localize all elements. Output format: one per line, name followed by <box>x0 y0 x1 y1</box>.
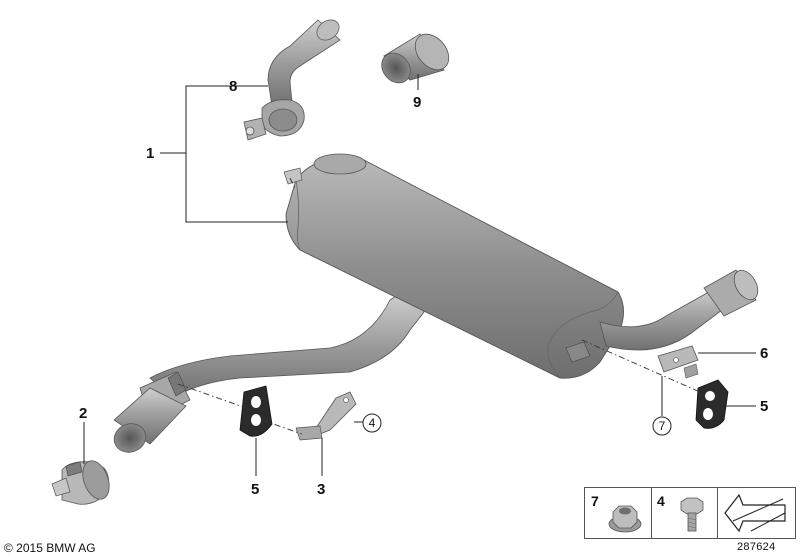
callout-4: 4 <box>369 416 376 430</box>
bracket-part-6 <box>657 345 699 379</box>
legend-cell-bolt: 4 <box>651 488 718 538</box>
arrow-pointer-icon <box>724 493 786 533</box>
leader-line-8 <box>185 85 288 223</box>
callout-7-circle: 7 <box>652 416 672 436</box>
callout-7: 7 <box>659 419 666 433</box>
callout-2: 2 <box>79 405 87 422</box>
callout-5-left: 5 <box>251 481 259 498</box>
callout-4-circle: 4 <box>362 413 382 433</box>
assembly-lines <box>177 177 701 435</box>
legend-cell-arrow <box>717 488 795 538</box>
callout-1: 1 <box>146 145 154 162</box>
callout-8: 8 <box>229 78 237 95</box>
leader-lines <box>83 74 756 476</box>
legend-cell-nut: 7 <box>585 488 652 538</box>
tailpipe-tip-part-9 <box>381 33 450 84</box>
legend-number-7: 7 <box>591 493 599 509</box>
rear-muffler-part-1 <box>283 153 759 379</box>
copyright-text: © 2015 BMW AG <box>4 541 96 555</box>
document-number: 287624 <box>737 541 776 553</box>
hex-flange-nut-icon <box>608 505 642 533</box>
bracket-part-3 <box>295 391 357 441</box>
hex-bolt-icon <box>680 497 704 532</box>
legend-number-4: 4 <box>657 493 665 509</box>
front-pipe-assembly <box>113 291 425 453</box>
callout-6: 6 <box>760 345 768 362</box>
tail-pipe-part-8 <box>243 19 341 141</box>
callout-3: 3 <box>317 481 325 498</box>
rubber-hanger-right-part-5 <box>695 379 729 429</box>
callout-5-right: 5 <box>760 398 768 415</box>
clamp-part-2 <box>51 460 110 505</box>
fasteners-legend: 7 4 <box>584 487 796 539</box>
rubber-hanger-left-part-5 <box>239 385 273 437</box>
callout-9: 9 <box>413 94 421 111</box>
